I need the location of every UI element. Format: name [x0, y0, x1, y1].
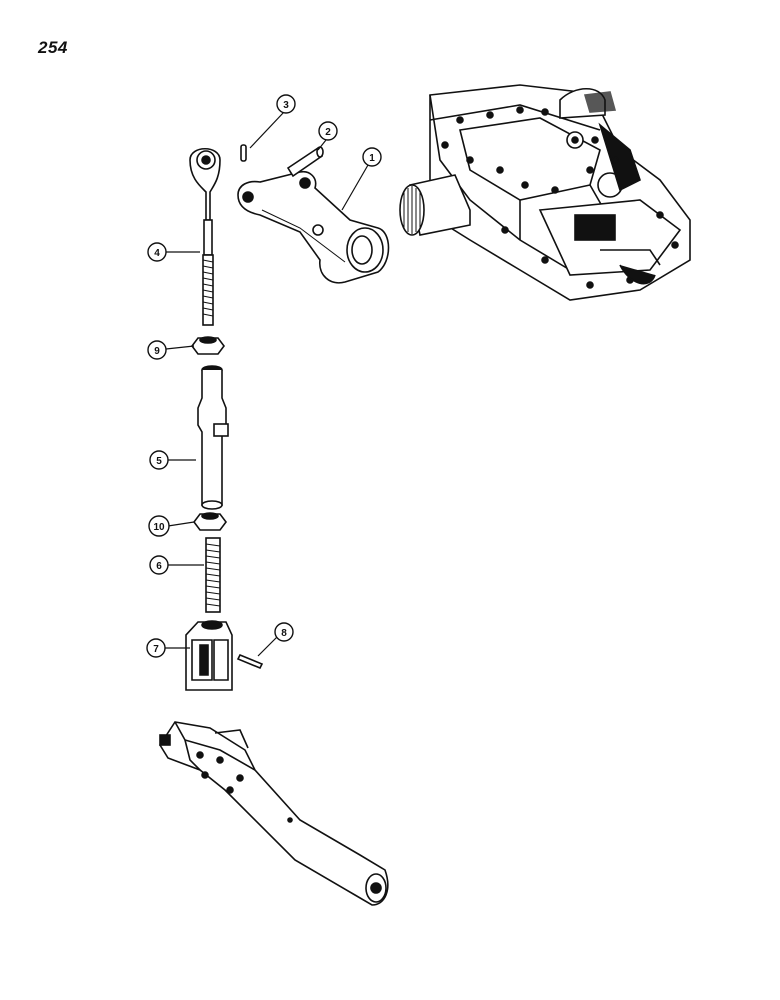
upper-rod-part-4	[189, 147, 221, 326]
leader-9	[165, 345, 195, 350]
clevis-pin-part-8	[236, 653, 264, 670]
splined-shaft-end	[399, 174, 471, 236]
callout-7: 7	[146, 638, 166, 658]
leader-8	[257, 636, 278, 657]
svg-text:6: 6	[156, 561, 162, 572]
callout-2: 2	[318, 121, 338, 141]
svg-text:7: 7	[153, 644, 159, 655]
callout-8: 8	[274, 622, 294, 642]
svg-text:2: 2	[325, 127, 331, 138]
svg-text:10: 10	[153, 522, 165, 533]
callout-5: 5	[149, 450, 169, 470]
jam-nut-part-9	[191, 336, 225, 355]
leader-10	[167, 521, 195, 527]
leader-2	[317, 139, 327, 151]
rockshaft-housing	[429, 84, 691, 301]
clevis-part-7	[185, 620, 233, 691]
leader-1	[341, 164, 369, 211]
callout-10: 10	[148, 515, 170, 537]
adjusting-sleeve-part-5	[197, 365, 229, 510]
jam-nut-part-10	[193, 512, 227, 531]
page-number: 254	[38, 38, 68, 57]
svg-text:5: 5	[156, 456, 162, 467]
lower-rod-part-6	[205, 537, 221, 613]
svg-text:8: 8	[281, 628, 287, 639]
callout-6: 6	[149, 555, 169, 575]
svg-text:3: 3	[283, 100, 289, 111]
svg-text:4: 4	[154, 248, 160, 259]
leader-3	[249, 111, 285, 149]
svg-text:9: 9	[154, 346, 160, 357]
leader-lines	[165, 111, 369, 657]
callout-9: 9	[147, 340, 167, 360]
callout-1: 1	[362, 147, 382, 167]
lift-arm-part-1	[237, 170, 390, 284]
lower-link-arm	[159, 721, 389, 906]
callout-4: 4	[147, 242, 167, 262]
callout-3: 3	[276, 94, 296, 114]
svg-text:1: 1	[369, 153, 375, 164]
cotter-pin-part-3	[240, 144, 247, 162]
